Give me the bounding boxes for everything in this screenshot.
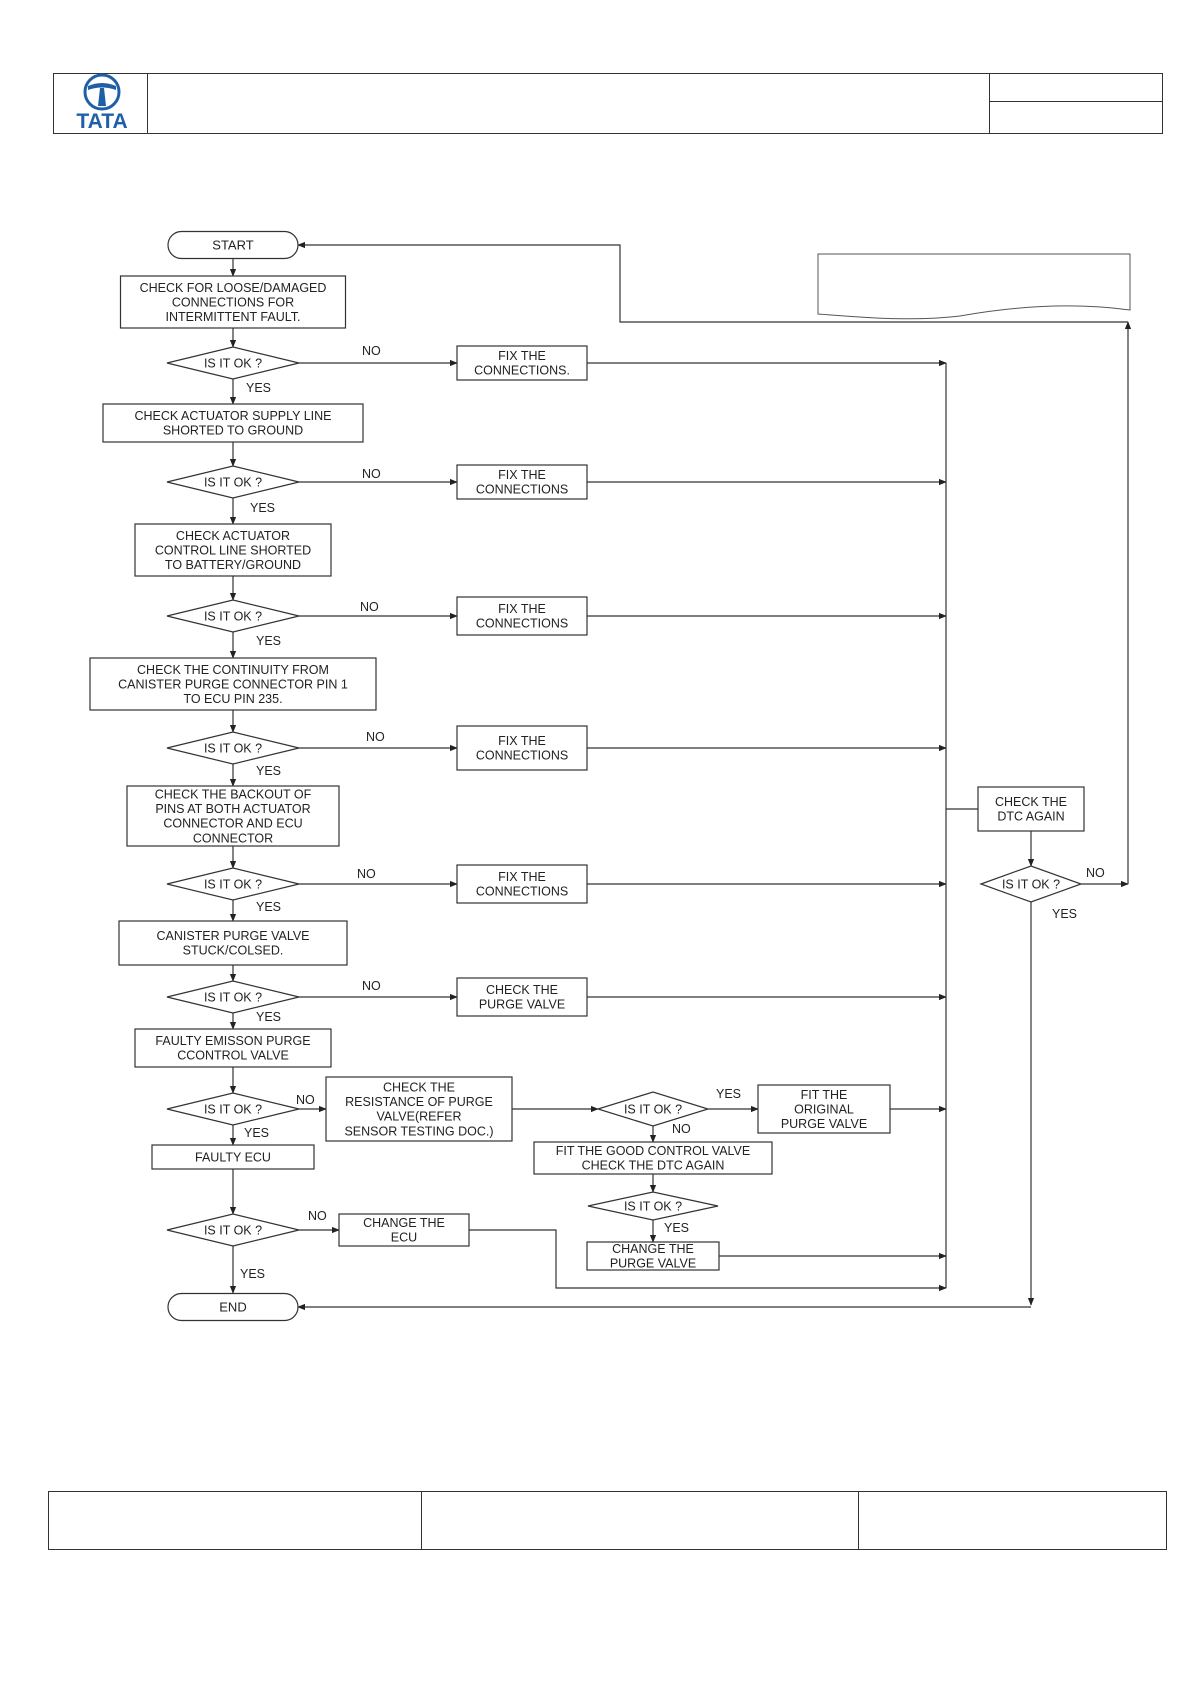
end-terminal: END xyxy=(167,1292,299,1322)
decision-dtc-text: IS IT OK ? xyxy=(1002,877,1060,891)
yes-label-5: YES xyxy=(256,900,281,914)
decision-resistance: IS IT OK ? xyxy=(595,1091,711,1127)
no-label-1: NO xyxy=(362,344,381,358)
faulty-ecu-box-text: FAULTY ECU xyxy=(195,1150,271,1164)
decision-3: IS IT OK ? xyxy=(166,599,300,633)
decision-dtc: IS IT OK ? xyxy=(979,865,1083,903)
decision-ecu: IS IT OK ? xyxy=(166,1213,300,1247)
no-label-7: NO xyxy=(296,1093,315,1107)
yes-label-dtc: YES xyxy=(1052,907,1077,921)
header-ref-cell-bottom xyxy=(989,101,1163,134)
decision-resistance-text: IS IT OK ? xyxy=(624,1102,682,1116)
no-label-3: NO xyxy=(360,600,379,614)
decision-7: IS IT OK ? xyxy=(166,1092,300,1126)
yes-label-6: YES xyxy=(256,1010,281,1024)
yes-label-2: YES xyxy=(250,501,275,515)
yes-label-ecu: YES xyxy=(240,1267,265,1281)
start-terminal: START xyxy=(167,230,299,260)
no-label-4: NO xyxy=(366,730,385,744)
note-shape xyxy=(817,253,1131,320)
no-label-2: NO xyxy=(362,467,381,481)
yes-label-7: YES xyxy=(244,1126,269,1140)
decision-2-text: IS IT OK ? xyxy=(204,475,262,489)
decision-good: IS IT OK ? xyxy=(587,1191,719,1221)
tata-logo: TATA xyxy=(76,73,128,133)
no-label-5: NO xyxy=(357,867,376,881)
no-label-6: NO xyxy=(362,979,381,993)
no-label-ecu: NO xyxy=(308,1209,327,1223)
decision-3-text: IS IT OK ? xyxy=(204,609,262,623)
connector-line xyxy=(297,241,1128,323)
decision-good-text: IS IT OK ? xyxy=(624,1199,682,1213)
connector-line xyxy=(469,1229,947,1292)
decision-5: IS IT OK ? xyxy=(166,867,300,901)
start-terminal-text: START xyxy=(212,238,253,253)
yes-label-1: YES xyxy=(246,381,271,395)
decision-4: IS IT OK ? xyxy=(166,731,300,765)
end-terminal-text: END xyxy=(219,1300,246,1315)
yes-label-resistance: YES xyxy=(716,1087,741,1101)
footer-right-cell xyxy=(858,1491,1167,1550)
decision-4-text: IS IT OK ? xyxy=(204,741,262,755)
no-label-dtc: NO xyxy=(1086,866,1105,880)
decision-6-text: IS IT OK ? xyxy=(204,990,262,1004)
tata-logo-emblem-icon xyxy=(83,73,121,111)
no-label-resistance: NO xyxy=(672,1122,691,1136)
decision-1: IS IT OK ? xyxy=(166,346,300,380)
decision-2: IS IT OK ? xyxy=(166,465,300,499)
decision-7-text: IS IT OK ? xyxy=(204,1102,262,1116)
decision-6: IS IT OK ? xyxy=(166,980,300,1014)
decision-ecu-text: IS IT OK ? xyxy=(204,1223,262,1237)
tata-logo-text: TATA xyxy=(76,110,127,133)
decision-5-text: IS IT OK ? xyxy=(204,877,262,891)
yes-label-4: YES xyxy=(256,764,281,778)
faulty-ecu-box: FAULTY ECU xyxy=(151,1144,315,1170)
yes-label-good: YES xyxy=(664,1221,689,1235)
yes-label-3: YES xyxy=(256,634,281,648)
decision-1-text: IS IT OK ? xyxy=(204,356,262,370)
